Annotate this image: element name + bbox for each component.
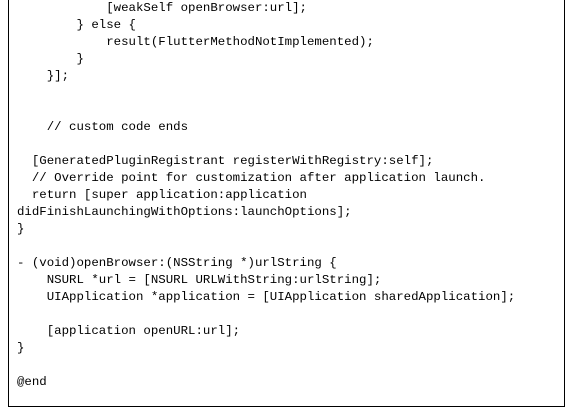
code-line: [weakSelf openBrowser:url]; — [17, 1, 307, 15]
code-line: // Override point for customization afte… — [17, 171, 486, 185]
code-line: didFinishLaunchingWithOptions:launchOpti… — [17, 205, 352, 219]
code-line: // custom code ends — [17, 120, 189, 134]
code-line — [17, 357, 515, 374]
code-line: return [super application:application — [17, 188, 307, 202]
code-line — [17, 136, 515, 153]
code-line: } — [17, 52, 84, 66]
code-line: } — [17, 222, 25, 236]
code-line: NSURL *url = [NSURL URLWithString:urlStr… — [17, 273, 382, 287]
code-line: } else { — [17, 18, 136, 32]
code-line: @end — [17, 375, 47, 389]
code-line: UIApplication *application = [UIApplicat… — [17, 290, 516, 304]
code-line: [application openURL:url]; — [17, 324, 241, 338]
code-line — [17, 306, 515, 323]
code-lines: [weakSelf openBrowser:url]; } else { res… — [17, 0, 515, 391]
code-line: }]; — [17, 69, 70, 83]
code-line — [17, 238, 515, 255]
code-line — [17, 102, 515, 119]
code-line — [17, 85, 515, 102]
code-line: - (void)openBrowser:(NSString *)urlStrin… — [17, 256, 337, 270]
code-line: result(FlutterMethodNotImplemented); — [17, 35, 374, 49]
code-block: [weakSelf openBrowser:url]; } else { res… — [8, 0, 565, 407]
code-line: } — [17, 341, 25, 355]
code-line: [GeneratedPluginRegistrant registerWithR… — [17, 154, 434, 168]
